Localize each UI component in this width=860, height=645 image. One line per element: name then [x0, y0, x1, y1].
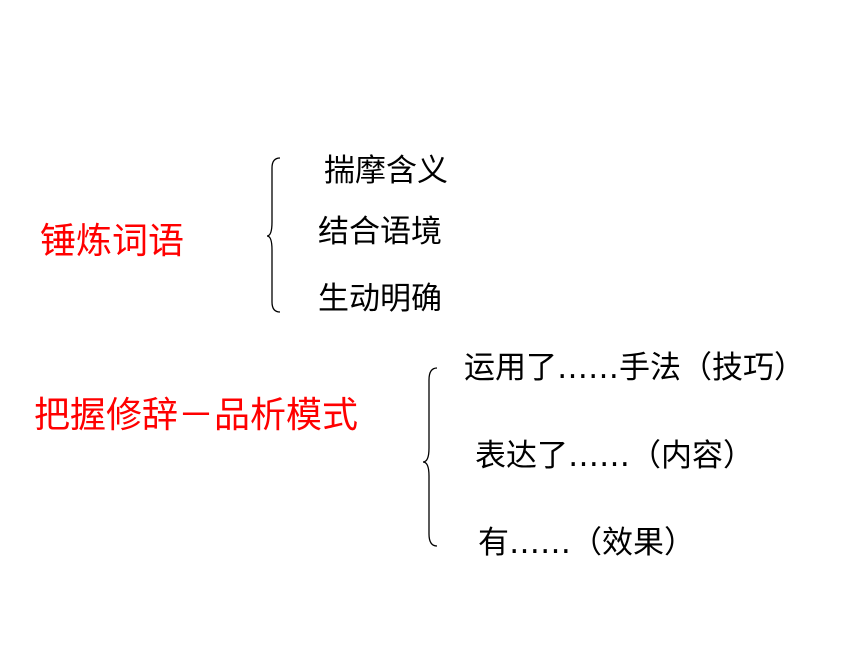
heading-refine-words: 锤炼词语: [40, 221, 185, 262]
item-used-technique: 运用了……手法（技巧）: [464, 350, 805, 386]
item-combine-context: 结合语境: [318, 214, 442, 250]
item-expressed-content: 表达了……（内容）: [475, 438, 754, 474]
brace-left-2: [422, 367, 438, 547]
item-ponder-meaning: 揣摩含义: [324, 153, 448, 189]
heading-rhetoric-analysis-model: 把握修辞－品析模式: [34, 395, 359, 436]
item-vivid-clear: 生动明确: [318, 281, 442, 317]
item-has-effect: 有……（效果）: [478, 525, 695, 561]
brace-left-1: [266, 157, 281, 313]
